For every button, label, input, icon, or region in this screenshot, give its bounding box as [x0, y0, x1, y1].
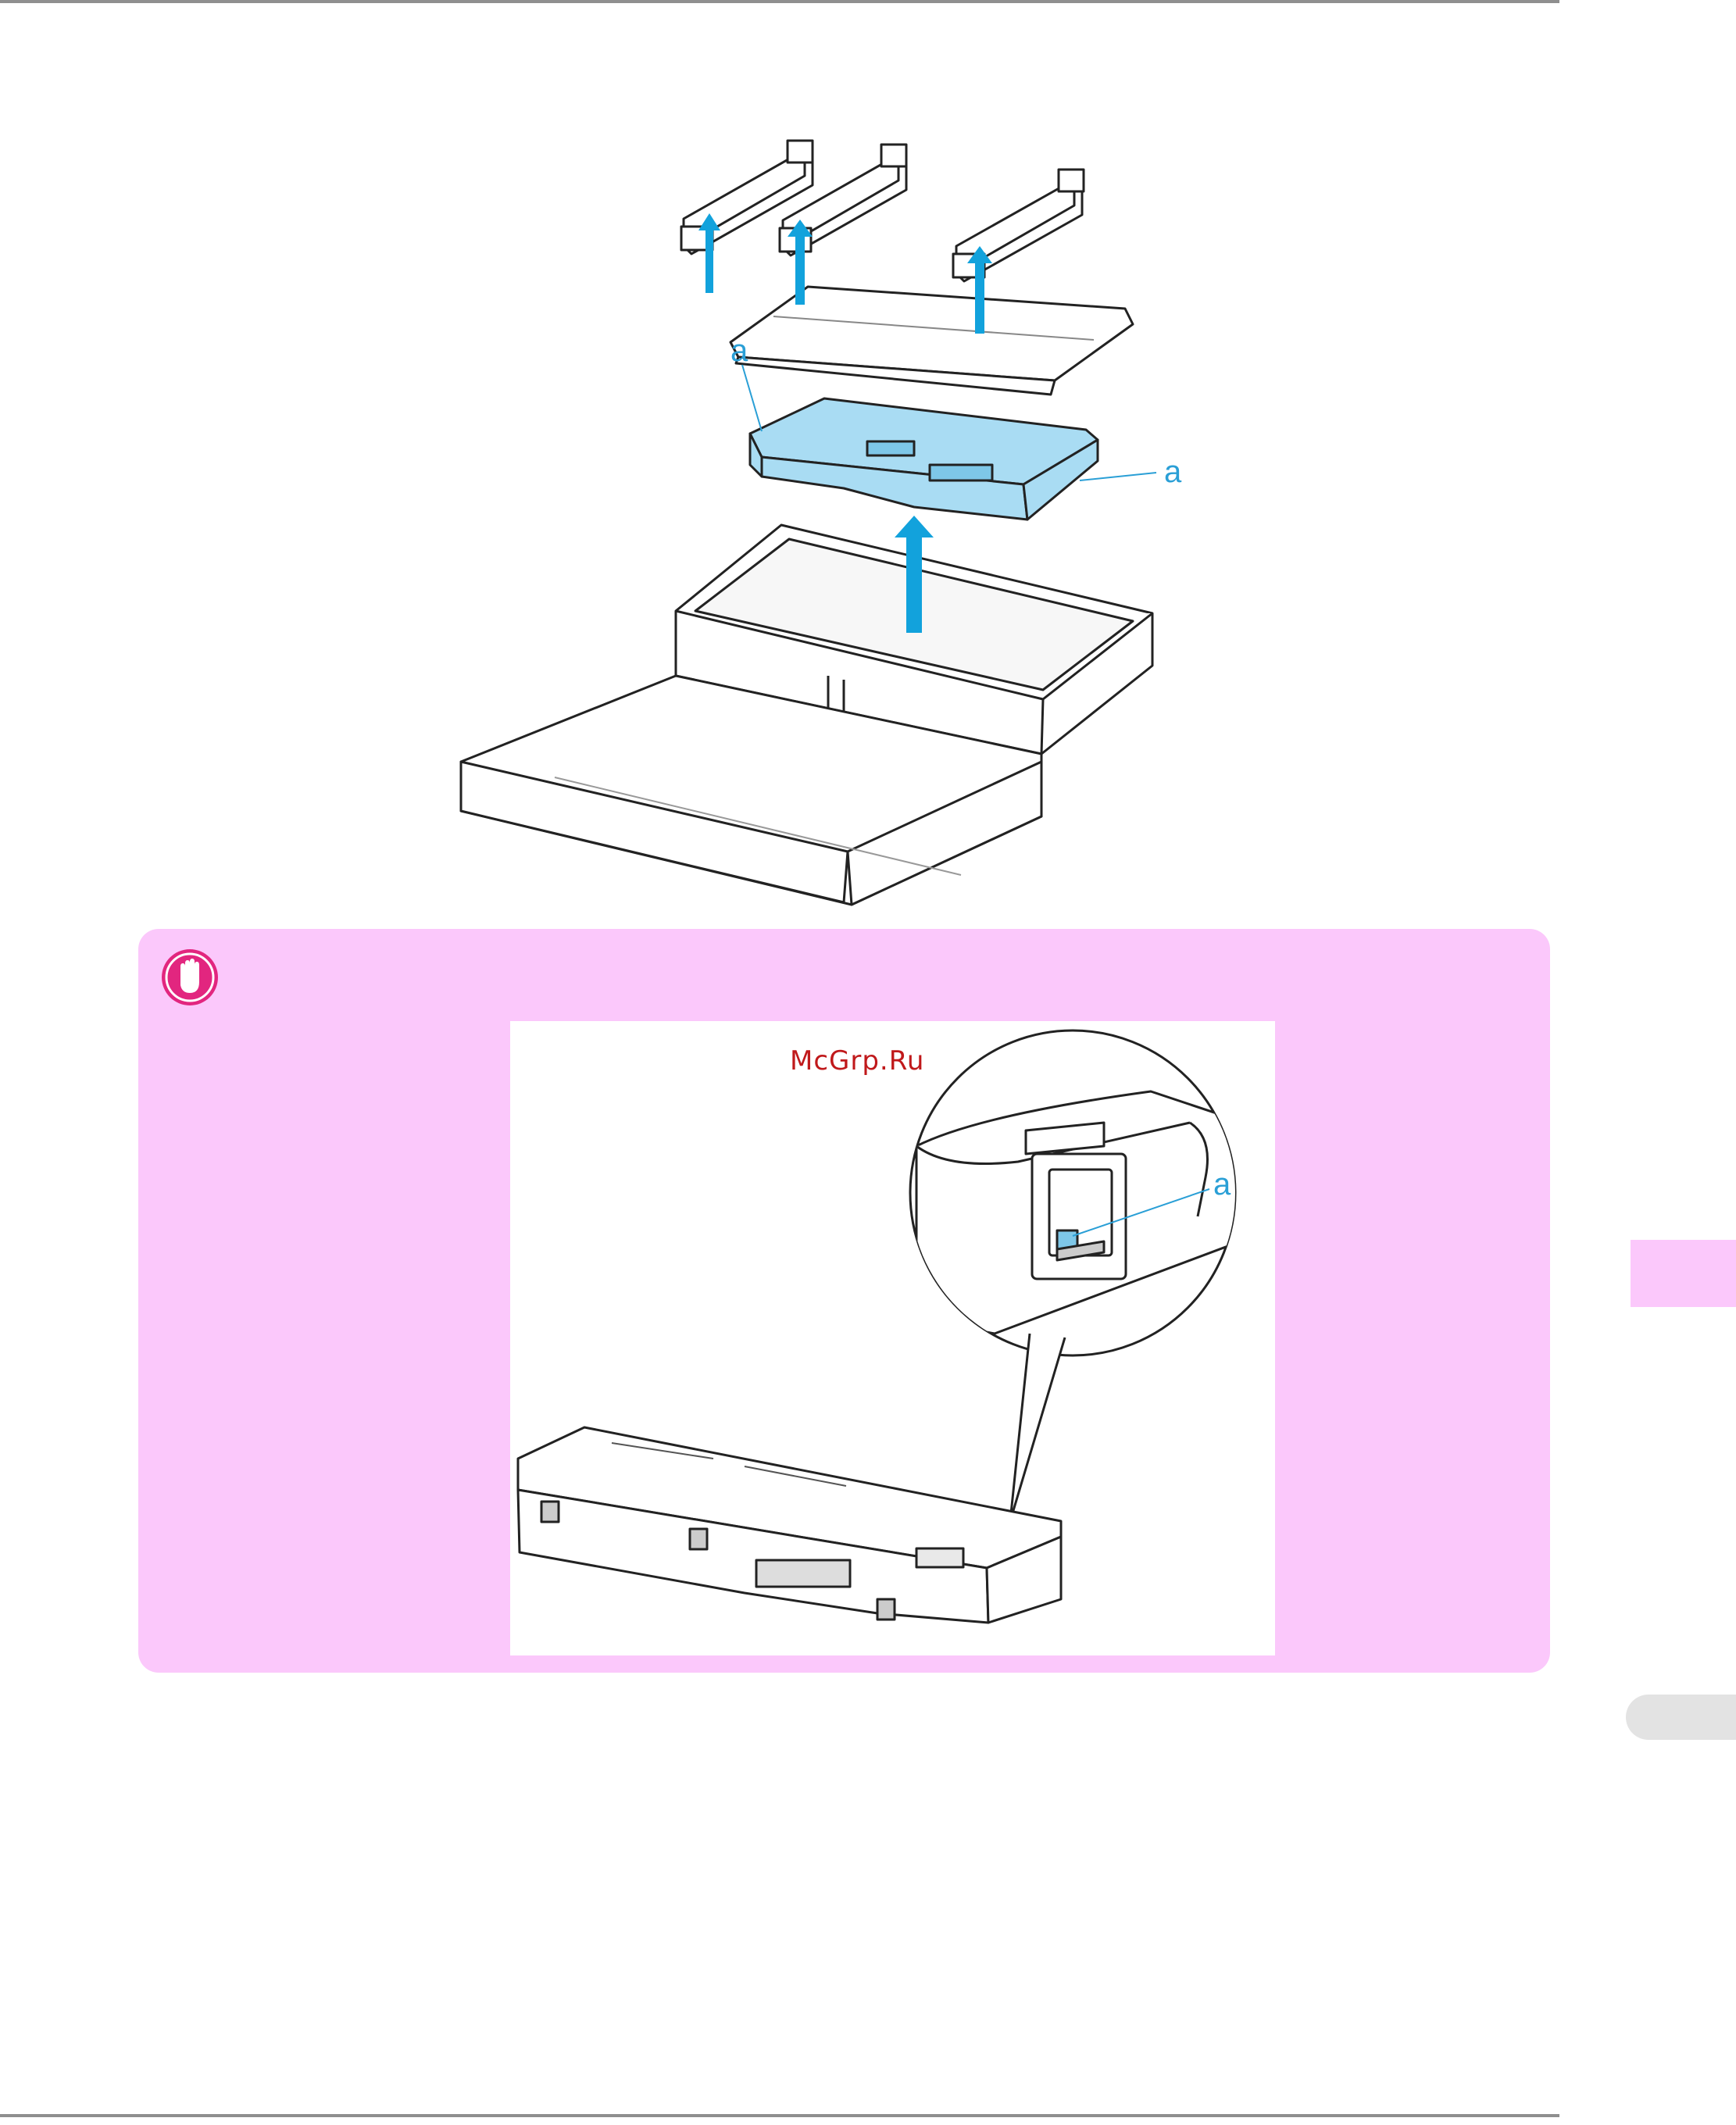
paper-tray	[461, 525, 1152, 905]
callout-a-right: a	[1164, 455, 1182, 489]
important-hand-icon	[160, 948, 220, 1007]
spacer-bar	[953, 170, 1084, 281]
callout-a-detail: a	[1213, 1167, 1231, 1202]
maintenance-cartridge	[518, 1427, 1061, 1623]
index-side-tab[interactable]	[1626, 1695, 1736, 1740]
note-figure: a McGrp.Ru	[510, 1021, 1275, 1655]
exploded-view-illustration: a a	[445, 129, 1195, 922]
page-top-rule	[0, 0, 1559, 3]
page-bottom-rule	[0, 2114, 1559, 2117]
cartridge-detail-illustration: a	[510, 1021, 1275, 1655]
watermark: McGrp.Ru	[790, 1045, 924, 1077]
protective-sheet	[730, 287, 1133, 395]
callout-a-left: a	[730, 334, 748, 368]
maintenance-cartridge	[750, 398, 1098, 520]
chapter-side-tab[interactable]	[1631, 1240, 1736, 1307]
